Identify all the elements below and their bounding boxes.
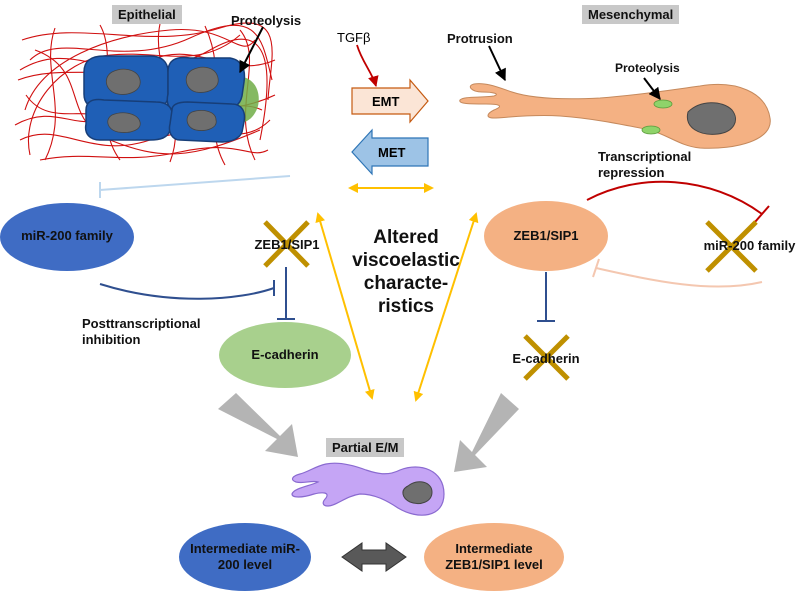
mesenchymal-title: Mesenchymal bbox=[582, 5, 680, 24]
epithelial-cell-cluster bbox=[14, 22, 276, 166]
zeb-right-label: ZEB1/SIP1 bbox=[513, 228, 579, 243]
transcriptional-repression-label: Transcriptional repression bbox=[598, 149, 692, 180]
cross-mir200-right bbox=[705, 220, 758, 273]
double-arrow-bottom bbox=[341, 542, 407, 572]
transcriptional-repression-line bbox=[586, 180, 763, 215]
mir200-right-label: miR-200 family bbox=[703, 238, 796, 253]
cross-zeb-left bbox=[263, 220, 310, 268]
tgfb-arrow bbox=[356, 44, 379, 88]
double-arrow-left bbox=[315, 212, 375, 400]
proteolysis-arrow-right bbox=[643, 77, 661, 100]
proteolysis-left-label: Proteolysis bbox=[231, 13, 302, 28]
proteolysis-right-label: Proteolysis bbox=[615, 61, 680, 75]
zeb-right-node bbox=[484, 201, 608, 271]
proteolysis-arrow-left bbox=[239, 26, 264, 74]
mesenchymal-cell bbox=[459, 45, 771, 149]
protrusion-arrow bbox=[488, 45, 506, 82]
epithelial-cells bbox=[83, 55, 246, 143]
ecad-right-label: E-cadherin bbox=[512, 351, 580, 366]
cross-ecad-right bbox=[523, 334, 570, 381]
altered-viscoelastic-label: Altered viscoelastic characte-ristics bbox=[352, 227, 460, 317]
mir200-left-node bbox=[0, 203, 134, 271]
partial-em-cell bbox=[291, 462, 445, 516]
gray-arrow-left bbox=[218, 393, 298, 457]
posttranscriptional-inhibition-line bbox=[99, 283, 275, 300]
inhibition-line-right bbox=[595, 267, 763, 288]
ecad-left-label: E-cadherin bbox=[251, 347, 319, 362]
partial-em-title: Partial E/M bbox=[326, 438, 405, 457]
posttranscriptional-inhibition-label: Posttranscriptional inhibition bbox=[82, 316, 201, 347]
inter-zeb-label: Intermediate ZEB1/SIP1 level bbox=[445, 541, 543, 572]
emt-label: EMT bbox=[372, 94, 400, 109]
inter-mir200-node bbox=[179, 523, 311, 591]
met-label: MET bbox=[378, 145, 406, 160]
inhibition-line-left-top bbox=[99, 175, 291, 191]
inter-mir200-label: Intermediate miR-200 level bbox=[190, 541, 300, 572]
mir200-left-label: miR-200 family bbox=[21, 228, 113, 243]
zeb-left-label: ZEB1/SIP1 bbox=[254, 237, 320, 252]
protrusion-label: Protrusion bbox=[447, 31, 513, 46]
tgfb-label: TGFβ bbox=[337, 30, 371, 45]
double-arrow-right bbox=[413, 212, 479, 402]
met-arrow bbox=[351, 128, 429, 176]
emt-arrow bbox=[351, 78, 429, 124]
inter-zeb-node bbox=[424, 523, 564, 591]
gray-arrow-right bbox=[454, 393, 519, 472]
epithelial-title: Epithelial bbox=[112, 5, 182, 24]
epithelial-nuclei bbox=[105, 66, 219, 133]
